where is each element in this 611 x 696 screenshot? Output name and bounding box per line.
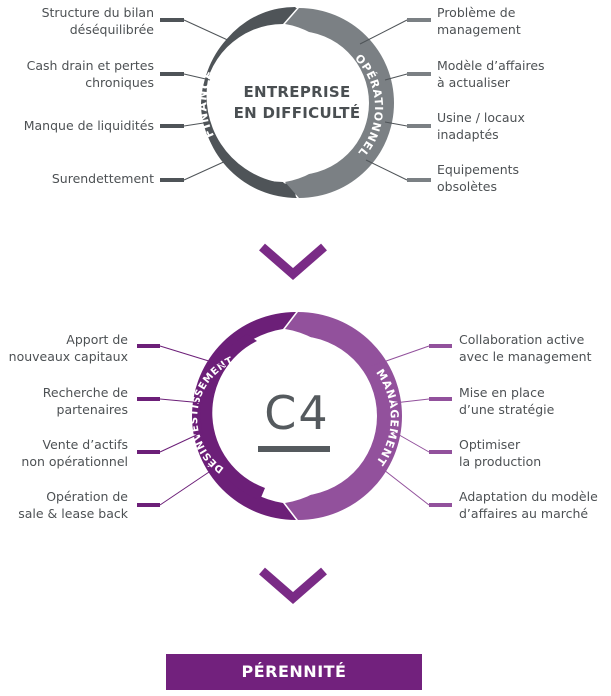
top-left-connectors xyxy=(183,19,233,181)
bottom-left-connectors xyxy=(159,345,226,506)
top-right-connectors xyxy=(359,19,408,181)
top-cycle: FINANCE OPÉRATIONNEL xyxy=(160,6,431,198)
top-right-markers xyxy=(407,18,431,182)
finance-item-2: Cash drain et pertes chroniques xyxy=(26,58,154,90)
bottom-left-markers xyxy=(137,344,160,507)
center-title-line2: EN DIFFICULTÉ xyxy=(233,104,361,122)
top-left-markers xyxy=(160,18,184,182)
operationnel-item-1: Problème de management xyxy=(437,5,521,37)
investissement-item-1: Apport de nouveaux capitaux xyxy=(8,332,128,364)
center-title-line1: ENTREPRISE xyxy=(243,83,351,101)
finance-arc xyxy=(201,6,296,198)
operationnel-item-3: Usine / locaux inadaptés xyxy=(437,110,525,142)
management-item-4: Adaptation du modèle d’affaires au march… xyxy=(459,489,598,521)
investissement-arc-label: INVESTISSEMENT xyxy=(147,348,187,468)
management-item-3: Optimiser la production xyxy=(459,437,542,469)
finance-item-3: Manque de liquidités xyxy=(23,118,154,133)
chevron-down-icon-2 xyxy=(259,567,327,604)
investissement-item-2: Recherche de partenaires xyxy=(42,385,128,417)
finance-item-1: Structure du bilan déséquilibrée xyxy=(41,5,154,37)
management-arc xyxy=(285,312,402,520)
operationnel-item-4: Equipements obsolètes xyxy=(437,162,520,194)
operationnel-arc xyxy=(285,8,394,198)
investissement-item-4: Opération de sale & lease back xyxy=(18,489,128,521)
investissement-item-3: Vente d’actifs non opérationnel xyxy=(21,437,128,469)
bottom-right-connectors xyxy=(371,345,430,506)
c4-logo: C4 xyxy=(264,386,330,440)
c4-logo-underline xyxy=(258,446,330,452)
management-item-2: Mise en place d’une stratégie xyxy=(459,385,555,417)
svg-text:FINANCE: FINANCE xyxy=(195,68,217,141)
perennite-box: PÉRENNITÉ xyxy=(166,654,422,690)
bottom-right-markers xyxy=(429,344,452,507)
operationnel-item-2: Modèle d’affaires à actualiser xyxy=(437,58,545,90)
svg-text:INVESTISSEMENT: INVESTISSEMENT xyxy=(147,348,188,468)
chevron-down-icon xyxy=(259,243,327,280)
finance-arc-label: FINANCE xyxy=(195,68,216,141)
management-item-1: Collaboration active avec le management xyxy=(459,332,592,364)
finance-item-4: Surendettement xyxy=(51,171,154,186)
center-title: ENTREPRISE EN DIFFICULTÉ xyxy=(232,82,362,124)
